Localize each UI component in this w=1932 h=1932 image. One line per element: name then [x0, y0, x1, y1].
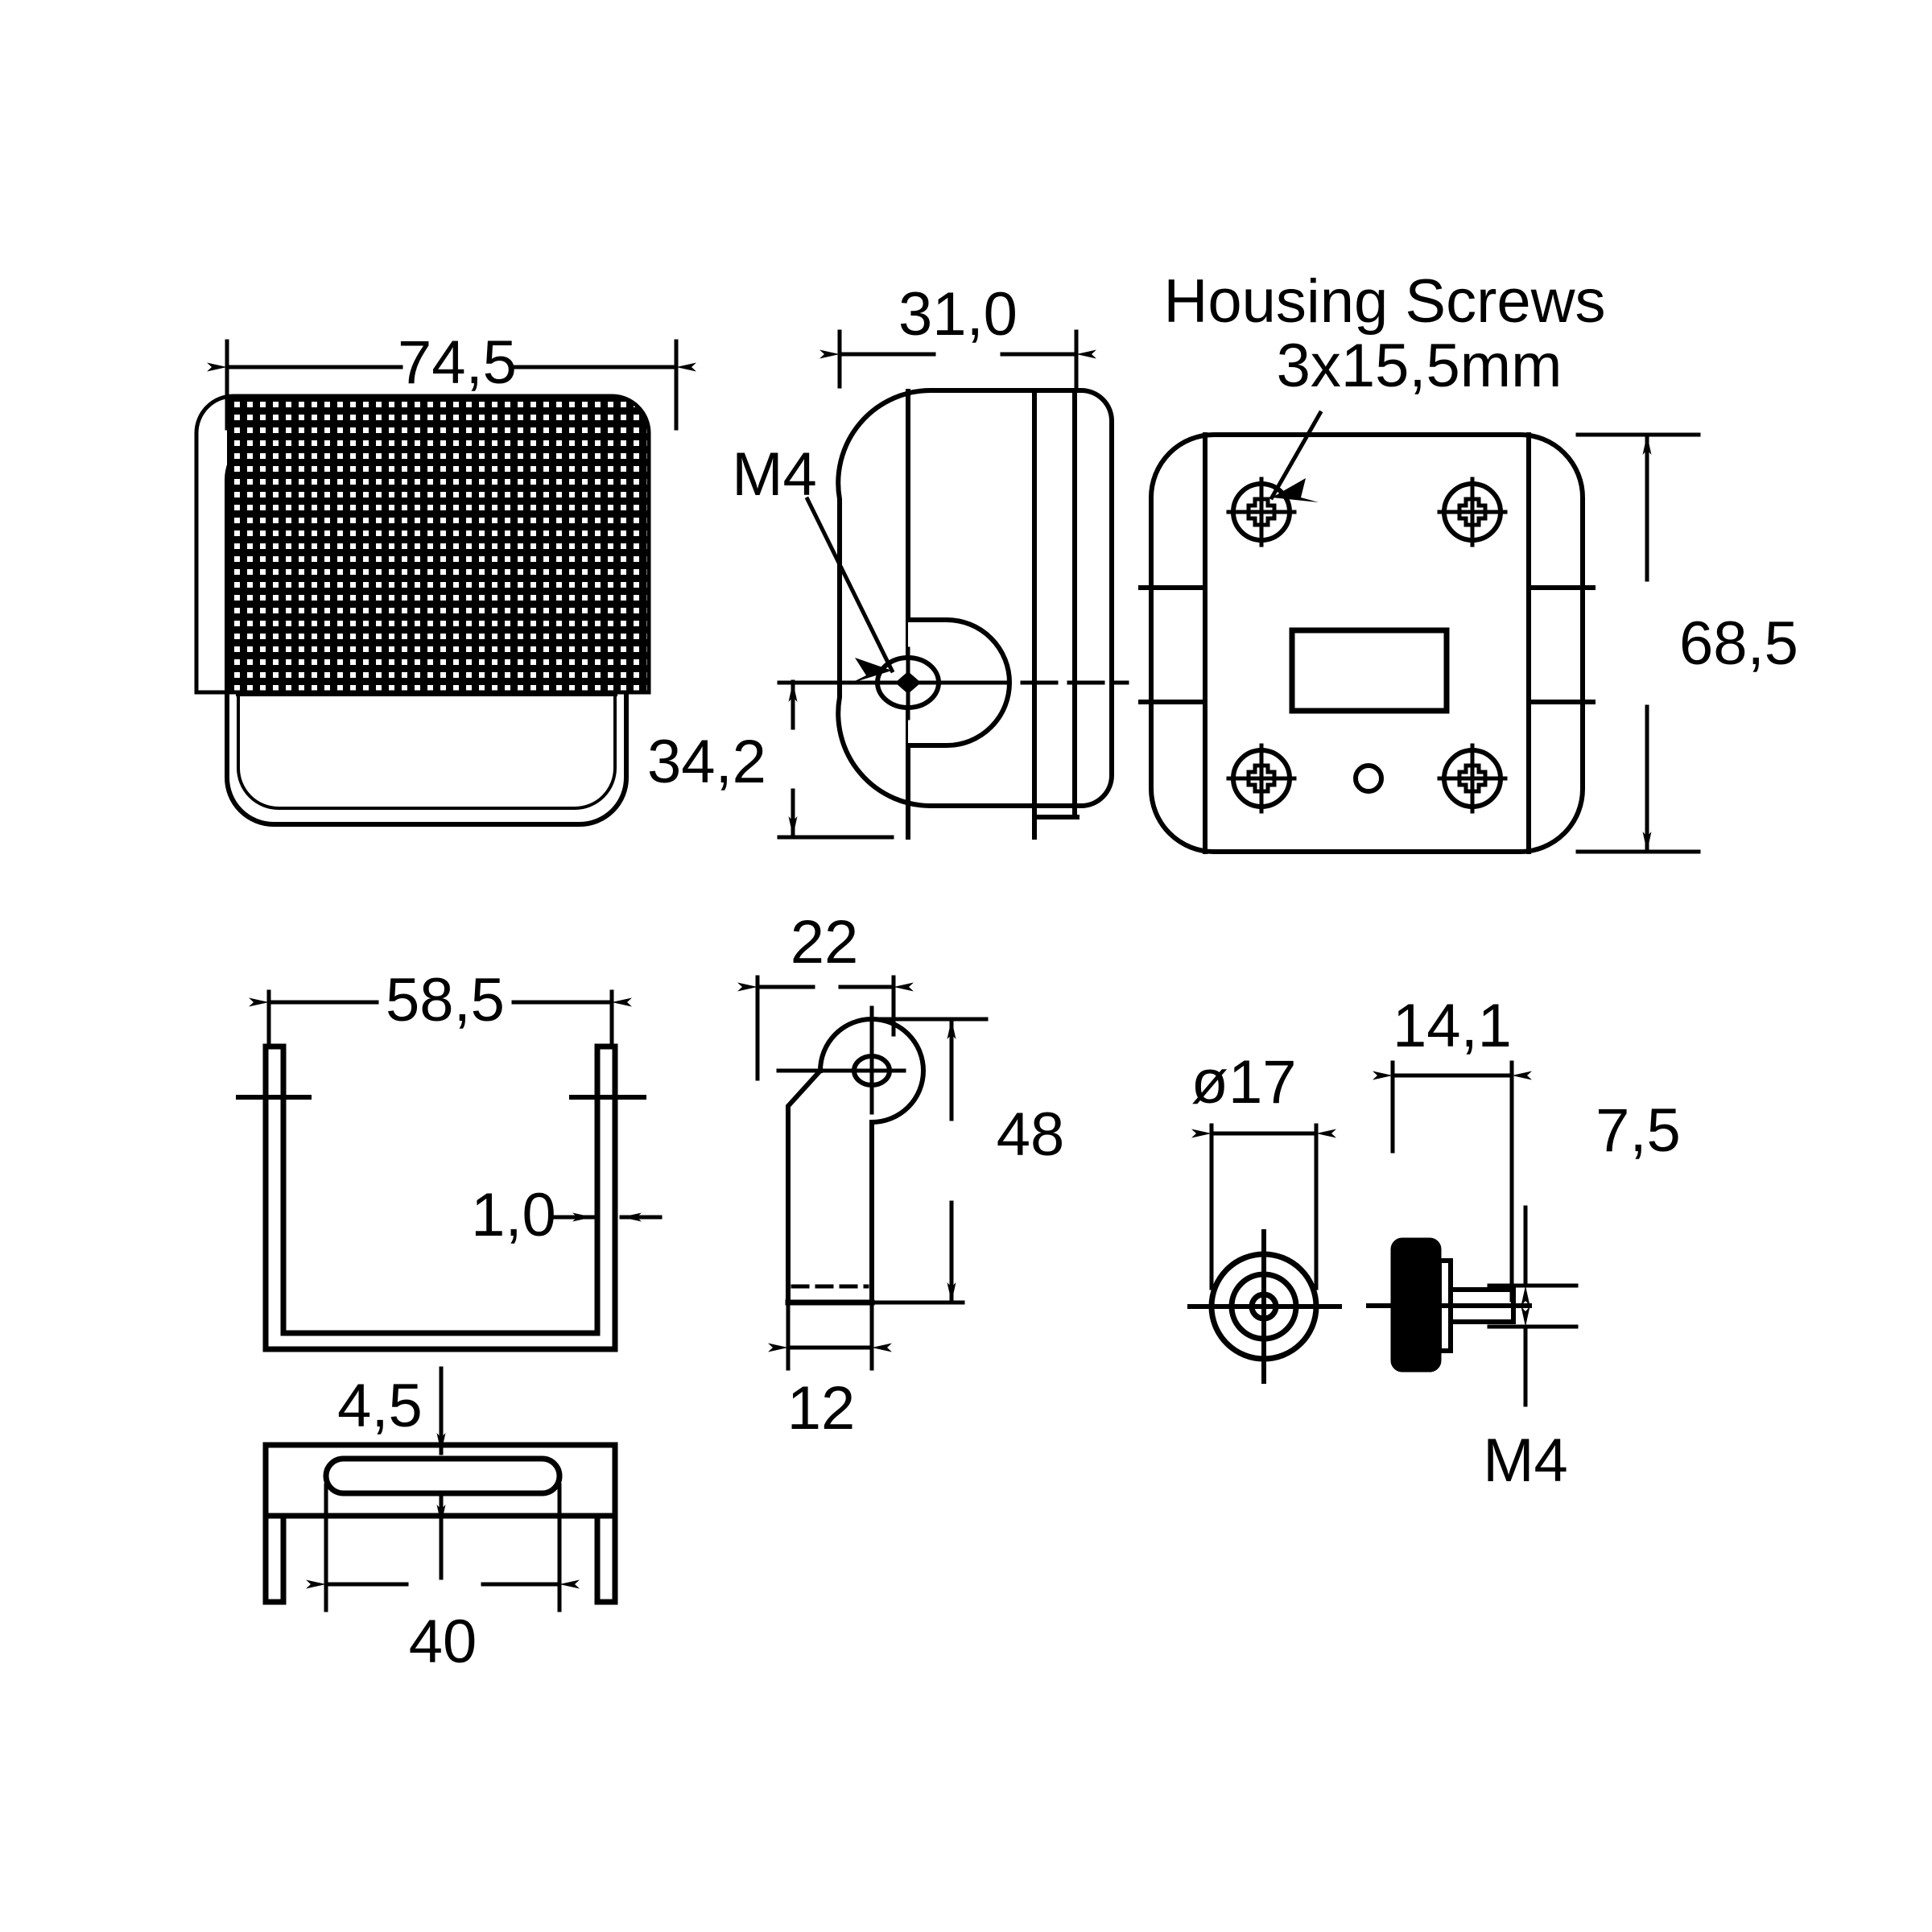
front-view-lens [194, 394, 651, 827]
callout-housing-screws: Housing Screws 3x15,5mm [1163, 267, 1606, 502]
dim-48-label: 48 [997, 1100, 1065, 1169]
callout-m4-knob-label: M4 [1483, 1426, 1568, 1495]
dim-34-2-label: 34,2 [647, 728, 766, 796]
rear-vent-hole [1353, 763, 1384, 794]
dim-d17-label: ø17 [1191, 1048, 1297, 1117]
bracket-side-view [776, 1005, 927, 1306]
dim-1-0-label: 1,0 [471, 1181, 556, 1249]
dim-4-5-label: 4,5 [337, 1372, 423, 1440]
callout-m4-side-label: M4 [732, 440, 817, 509]
bracket-outer-profile [262, 1043, 618, 1352]
dim-d17: ø17 [1191, 1048, 1336, 1290]
leader-arrowhead [1272, 478, 1319, 502]
bracket-slot [323, 1455, 563, 1496]
dim-48: 48 [835, 1017, 1065, 1305]
callout-m4-side: M4 [732, 440, 895, 683]
dim-58-5: 58,5 [249, 966, 632, 1047]
side-view-profile [777, 387, 1129, 840]
dim-68-5-label: 68,5 [1679, 609, 1798, 678]
dim-7-5-label: 7,5 [1596, 1096, 1681, 1165]
dim-4-5: 4,5 [337, 1366, 446, 1580]
rear-view-housing [1138, 432, 1596, 854]
rear-label-plate [1289, 627, 1450, 714]
dim-74-5: 74,5 [207, 328, 696, 431]
dim-22-label: 22 [791, 908, 859, 976]
dim-31-0-label: 31,0 [898, 280, 1018, 349]
dim-31-0: 31,0 [819, 280, 1096, 389]
dim-12-label: 12 [787, 1374, 856, 1443]
dim-40: 40 [306, 1483, 580, 1676]
bracket-front-view [236, 1043, 646, 1352]
housing-screws-line2: 3x15,5mm [1277, 332, 1563, 400]
dim-22: 22 [737, 908, 914, 1081]
screw-bottom-left [1226, 743, 1297, 814]
lens-texture-outline [194, 394, 651, 695]
dim-1-0: 1,0 [471, 1181, 663, 1249]
screw-bottom-right [1437, 743, 1508, 814]
dim-58-5-label: 58,5 [386, 966, 505, 1034]
side-profile-outline [836, 387, 1114, 809]
leader-line [1269, 410, 1323, 501]
knob-screw-detail [1187, 1229, 1532, 1384]
dim-7-5: 7,5 [1487, 1096, 1681, 1407]
dim-68-5: 68,5 [1575, 432, 1798, 854]
dim-40-label: 40 [409, 1608, 477, 1676]
housing-screws-line1: Housing Screws [1163, 267, 1605, 336]
dim-14-1: 14,1 [1373, 992, 1532, 1302]
leader-arrowhead [850, 658, 892, 683]
dim-14-1-label: 14,1 [1393, 992, 1512, 1060]
dim-34-2: 34,2 [647, 679, 894, 840]
dim-12: 12 [768, 1303, 892, 1443]
lens-prism-texture [227, 396, 649, 692]
dim-74-5-label: 74,5 [398, 328, 517, 397]
screw-top-right [1437, 477, 1508, 547]
screw-top-left [1226, 477, 1297, 547]
bracket-inner-profile [280, 1043, 601, 1336]
leader-line [804, 496, 895, 674]
